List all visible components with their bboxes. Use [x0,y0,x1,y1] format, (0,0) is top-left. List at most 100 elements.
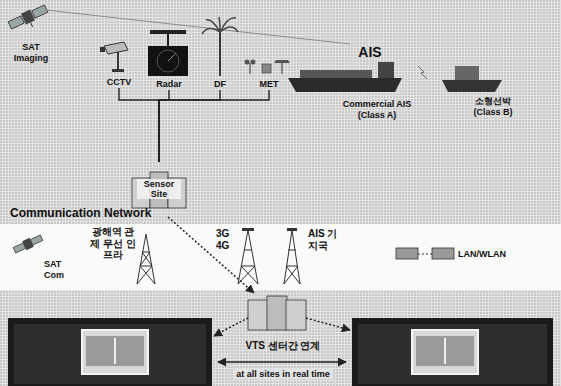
met-sensor-icon [250,63,251,74]
vts-screen-left [14,324,206,384]
class-b-ship: 소형선박 (Class B) [438,55,522,117]
small-ship-icon [455,66,479,80]
sensor-link [119,88,159,162]
vts-screen-right [416,336,474,366]
satcom-icon [13,243,26,253]
inter-center-label: VTS 센터간 연계 [243,340,322,352]
vts-screen-left [114,338,116,364]
cctv-icon [100,42,128,72]
satellite-icon [8,16,24,29]
satcom-icon [12,233,43,255]
met-sensor-icon [245,60,291,75]
df-antenna-icon [219,32,221,76]
node-text: Commercial AIS (Class A) [337,99,417,120]
satcom-node: SAT Com [10,228,82,284]
lan-node: LAN/WLAN [392,240,510,268]
radar-icon [148,46,188,76]
ais-tower-icon [287,228,297,231]
uplink-arrow [168,217,254,293]
df-antenna-icon [202,17,238,34]
satellite-icon [31,22,33,27]
met-sensor: MET [243,58,295,90]
network-band: Communication NetworkSAT Com 광해역 관제 무선 인프… [0,206,561,290]
node-text: LAN/WLAN [458,249,506,259]
node-text: SAT Imaging [9,42,53,63]
ais-tower-icon [284,230,300,284]
lan-devices-icon [418,254,432,255]
lan-devices-icon [396,248,454,259]
satellite-icon [32,5,48,18]
satcom-icon [30,235,43,245]
ais-heading: AIS [356,44,383,60]
satellite-link-line [46,10,350,44]
satellite-node: SAT Imaging [5,2,57,64]
sensor-link [159,90,169,162]
center-link-arrow [306,318,350,330]
small-ship-icon [442,66,502,92]
inter-center-arrow [218,361,346,363]
radar-icon [167,34,169,46]
vts-center-server-icon [248,296,306,330]
cargo-ship-icon [288,62,402,92]
node-text: AIS 기지국 [308,228,342,251]
node-text: Radar [156,79,182,89]
vts-screen-right [444,338,446,364]
wireless-infra: 광해역 관제 무선 인프라 [86,226,158,284]
small-ship-icon [442,80,502,92]
node-text: CCTV [107,77,132,87]
radar-sensor: Radar [143,26,195,90]
vts-screen-right [352,318,553,386]
lan-devices-icon [396,248,418,259]
node-text: 광해역 관제 무선 인프라 [88,226,138,261]
cell-tower-icon [238,230,258,284]
sensor-link [159,90,269,162]
radar-icon [157,50,179,72]
radio-mast-icon [137,234,155,284]
node-text: Communication Network [10,207,151,221]
node-text: DF [214,79,226,89]
ais-base-station: AIS 기지국 [282,226,344,284]
vts-center-server-icon [267,296,287,330]
cctv-icon [100,47,105,52]
df-sensor: DF [200,16,240,90]
radio-mast-icon [137,234,155,284]
vts-screen-left [82,330,148,374]
node-text: 3G 4G [216,228,232,251]
met-sensor-icon [251,60,256,65]
met-sensor-icon [282,63,283,74]
vts-screen-left [8,318,212,386]
radio-mark [418,66,427,79]
node-text: SAT Com [44,259,68,280]
cell-tower-icon [242,228,254,231]
radar-icon [150,30,186,34]
radar-icon [168,53,176,61]
center-link-arrow [214,318,248,336]
node-text: Sensor Site [137,179,181,200]
ais-tower-icon [284,228,300,284]
vts-screen-left [8,318,212,386]
cargo-ship-icon [300,70,372,78]
vts-screen-left [86,336,144,366]
vts-screen-right [412,330,478,374]
node-text: 소형선박 (Class B) [468,96,518,117]
node-text: MET [260,79,279,89]
realtime-note: at all sites in real time [234,369,332,379]
cell-tower-icon [238,228,258,284]
met-sensor-icon [274,60,290,63]
lan-devices-icon [432,248,454,259]
cctv-icon [104,42,128,54]
class-a-ship: Commercial AIS (Class A) [285,60,425,120]
cctv-icon [117,52,119,70]
satellite-icon [7,3,50,35]
cargo-ship-icon [378,62,394,78]
vts-center-server-icon [286,300,306,330]
met-sensor-icon [262,64,271,73]
df-antenna-icon [202,17,238,76]
cctv-sensor: CCTV [96,36,142,88]
vts-screen-right [352,318,553,386]
